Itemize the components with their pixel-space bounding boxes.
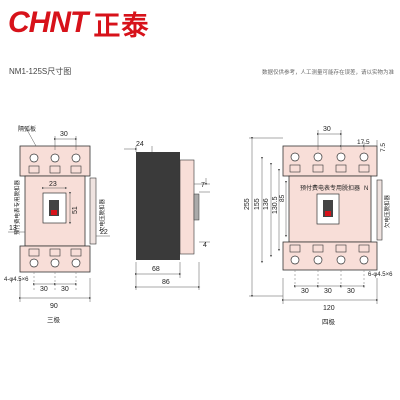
wire-lines [33,272,77,290]
four-dim-top-offset: 17.5 [357,139,370,146]
dim-side-handle-base: 4 [203,242,207,249]
dim-left-offset: 13 [9,225,17,232]
side-handle [193,193,200,221]
four-label-undervoltage: 欠电压脱扣器 [383,194,391,228]
four-dim-right-small: 7.5 [380,143,387,152]
brand-logo: CHNT 正泰 [8,6,150,42]
handle-indicator [51,210,57,215]
four-top-screws [289,152,370,173]
bottom-terminal-screws [28,248,82,268]
four-dim-top-pitch: 30 [323,126,331,133]
dim-bottom-pitch-1: 30 [40,286,48,293]
side-dimension-lines [124,146,210,290]
dim-top-pitch: 30 [60,131,68,138]
model-caption: NM1-125S尺寸图 [9,67,72,76]
dim-handle-height: 51 [72,206,79,214]
four-wire-lines [294,270,365,288]
height-dim-4: 130.5 [272,196,279,214]
height-dim-2: 155 [254,198,261,210]
dim-side-body-depth: 68 [152,266,160,273]
toggle-handle [49,200,59,216]
dim-mount-holes: 4-φ4.5×6 [4,277,29,283]
four-bottom-pitch-3: 30 [347,288,355,295]
dim-right-offset: 22 [100,229,108,236]
dim-handle-width: 23 [49,181,57,188]
four-toggle-handle [323,200,333,217]
label-neutral: N [364,186,368,192]
three-pole-caption: 三极 [47,315,61,324]
four-dimension-lines [249,130,379,304]
four-bottom-pitch-1: 30 [301,288,309,295]
four-bottom-pitch-2: 30 [324,288,332,295]
label-prepaid-trip-left: 预付费电表专用脱扣器 [13,179,21,235]
dim-side-top: 24 [136,141,144,148]
four-pole-front-view: 预付费电表专用脱扣器 N 欠电压脱扣器 [244,126,393,326]
measurement-notice: 数据仅供参考，人工测量可能存在误差，请以实物为准 [261,70,394,76]
height-dim-1: 255 [244,198,251,210]
brand-name-latin: CHNT [8,6,88,39]
four-pole-caption: 四极 [322,317,336,326]
label-arc-cover: 隔弧板 [18,125,36,133]
dim-bottom-pitch-2: 30 [61,286,69,293]
four-dim-overall-width: 120 [323,305,335,312]
label-undervoltage-right: 欠电压脱扣器 [98,198,106,232]
height-dim-5: 85 [279,194,286,202]
three-pole-front-view: 预付费电表专用脱扣器 欠电压脱扣器 隔弧板 30 23 51 13 22 4-φ… [4,125,110,324]
side-view: 24 7 4 68 86 [124,141,210,290]
dim-overall-width: 90 [50,303,58,310]
three-pole-dimension-lines [8,127,110,302]
four-handle-indicator [325,211,331,216]
dim-side-overall-depth: 86 [162,279,170,286]
four-label-prepaid-trip: 预付费电表专用脱扣器 [300,184,360,192]
side-front-cover [179,159,195,255]
four-bottom-screws [289,244,370,265]
dim-side-handle-height: 7 [201,182,205,189]
side-body-dark [136,152,180,260]
four-top-terminal-block [282,145,378,177]
side-accessory [89,177,97,245]
brand-name-cjk: 正泰 [93,10,150,42]
four-bottom-terminal-block [282,241,378,271]
top-terminal-screws [28,153,82,174]
height-dim-3: 136 [263,198,270,210]
four-dim-mount-holes: 6-φ4.5×6 [368,272,393,278]
four-side-accessory [376,179,383,241]
